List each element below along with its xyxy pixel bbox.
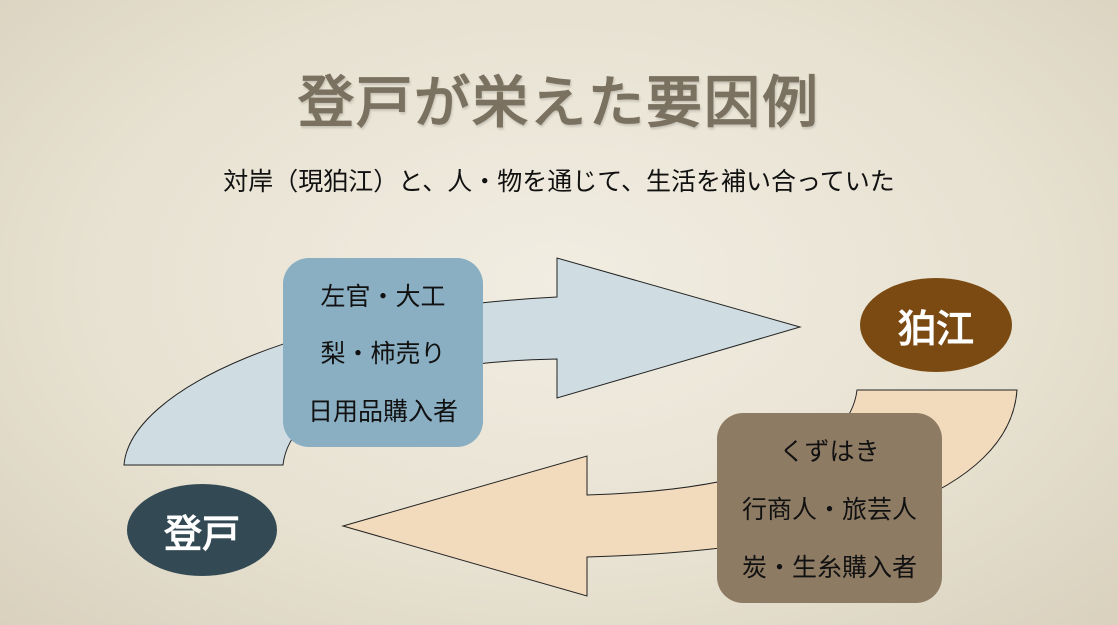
flow-item: 行商人・旅芸人 xyxy=(741,495,917,524)
slide-title: 登戸が栄えた要因例 xyxy=(298,70,820,136)
flow-item: 左官・大工 xyxy=(320,281,446,311)
flow-item: くずはき xyxy=(779,437,880,466)
place-noborito: 登戸 xyxy=(127,484,277,576)
place-komae: 狛江 xyxy=(860,278,1012,372)
to-komae-box: 左官・大工 梨・柿売り 日用品購入者 xyxy=(283,258,483,447)
flow-item: 炭・生糸購入者 xyxy=(741,553,917,582)
to-noborito-box: くずはき 行商人・旅芸人 炭・生糸購入者 xyxy=(717,413,942,603)
flow-item: 日用品購入者 xyxy=(307,397,458,427)
flow-item: 梨・柿売り xyxy=(320,339,446,369)
slide-subtitle: 対岸（現狛江）と、人・物を通じて、生活を補い合っていた xyxy=(223,167,895,196)
